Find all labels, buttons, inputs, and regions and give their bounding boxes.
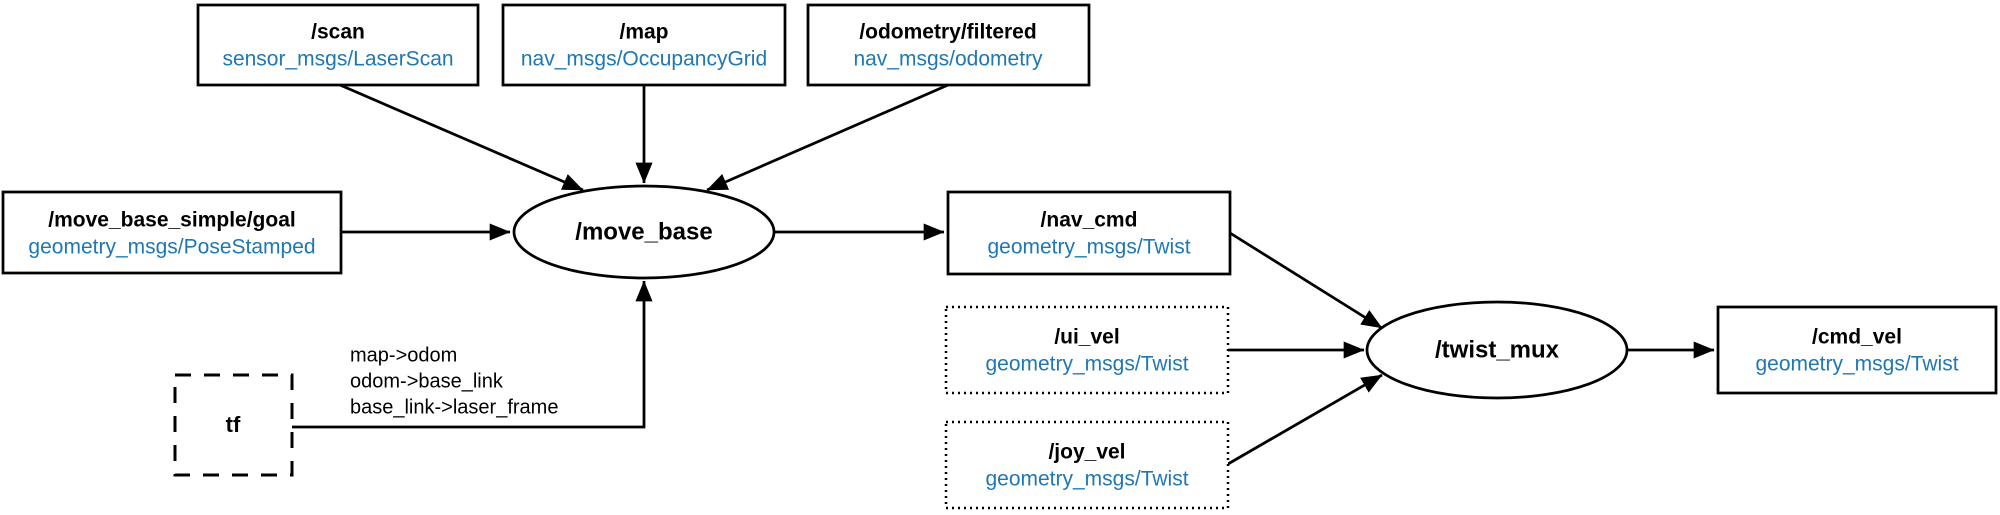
joy-vel-name: /joy_vel xyxy=(1048,441,1125,464)
node-ui-vel: /ui_vel geometry_msgs/Twist xyxy=(944,305,1230,395)
ui-vel-box xyxy=(944,305,1230,395)
node-twist-mux: /twist_mux xyxy=(1365,300,1629,400)
scan-box xyxy=(196,3,480,87)
tf-label: tf xyxy=(226,412,241,437)
move-base-simple-goal-box xyxy=(1,190,343,275)
scan-type: sensor_msgs/LaserScan xyxy=(222,48,453,71)
odometry-filtered-box xyxy=(806,3,1091,87)
joy-vel-type: geometry_msgs/Twist xyxy=(985,468,1188,491)
node-scan: /scan sensor_msgs/LaserScan xyxy=(196,3,480,87)
edge-tf-to-move-base xyxy=(292,280,653,429)
move-base-ellipse xyxy=(512,184,776,280)
node-cmd-vel: /cmd_vel geometry_msgs/Twist xyxy=(1716,305,1998,395)
edge-odometry-filtered-to-move-base xyxy=(706,83,949,192)
cmd-vel-type: geometry_msgs/Twist xyxy=(1755,353,1958,376)
edge-nav-cmd-to-twist-mux xyxy=(1229,231,1383,330)
map-type: nav_msgs/OccupancyGrid xyxy=(521,48,767,71)
nav-cmd-name: /nav_cmd xyxy=(1041,209,1138,232)
map-box xyxy=(501,3,787,87)
odometry-filtered-type: nav_msgs/odometry xyxy=(853,48,1043,71)
odometry-filtered-name: /odometry/filtered xyxy=(859,21,1036,44)
joy-vel-box xyxy=(944,420,1230,510)
nav-cmd-type: geometry_msgs/Twist xyxy=(987,236,1190,259)
ui-vel-type: geometry_msgs/Twist xyxy=(985,353,1188,376)
node-move-base-simple-goal: /move_base_simple/goal geometry_msgs/Pos… xyxy=(1,190,343,275)
node-tf: tf xyxy=(173,373,294,477)
tf-transform-map-odom: map->odom xyxy=(350,344,457,366)
tf-box xyxy=(173,373,294,477)
twist-mux-ellipse xyxy=(1365,300,1629,400)
cmd-vel-name: /cmd_vel xyxy=(1812,326,1902,349)
ui-vel-name: /ui_vel xyxy=(1054,326,1119,349)
edge-scan-to-move-base xyxy=(339,83,584,192)
map-name: /map xyxy=(619,21,668,44)
edge-joy-vel-to-twist-mux xyxy=(1227,373,1383,466)
cmd-vel-box xyxy=(1716,305,1998,395)
node-move-base: /move_base xyxy=(512,184,776,280)
tf-transform-labels: map->odom odom->base_link base_link->las… xyxy=(350,344,558,418)
node-nav-cmd: /nav_cmd geometry_msgs/Twist xyxy=(946,190,1232,276)
scan-name: /scan xyxy=(311,21,365,44)
tf-transform-odom-base-link: odom->base_link xyxy=(350,370,504,392)
move-base-label: /move_base xyxy=(575,218,712,245)
node-map: /map nav_msgs/OccupancyGrid xyxy=(501,3,787,87)
node-joy-vel: /joy_vel geometry_msgs/Twist xyxy=(944,420,1230,510)
tf-transform-base-link-laser-frame: base_link->laser_frame xyxy=(350,396,558,418)
move-base-simple-goal-type: geometry_msgs/PoseStamped xyxy=(28,236,315,259)
node-odometry-filtered: /odometry/filtered nav_msgs/odometry xyxy=(806,3,1091,87)
nav-cmd-box xyxy=(946,190,1232,276)
twist-mux-label: /twist_mux xyxy=(1435,336,1560,363)
move-base-simple-goal-name: /move_base_simple/goal xyxy=(48,209,295,232)
